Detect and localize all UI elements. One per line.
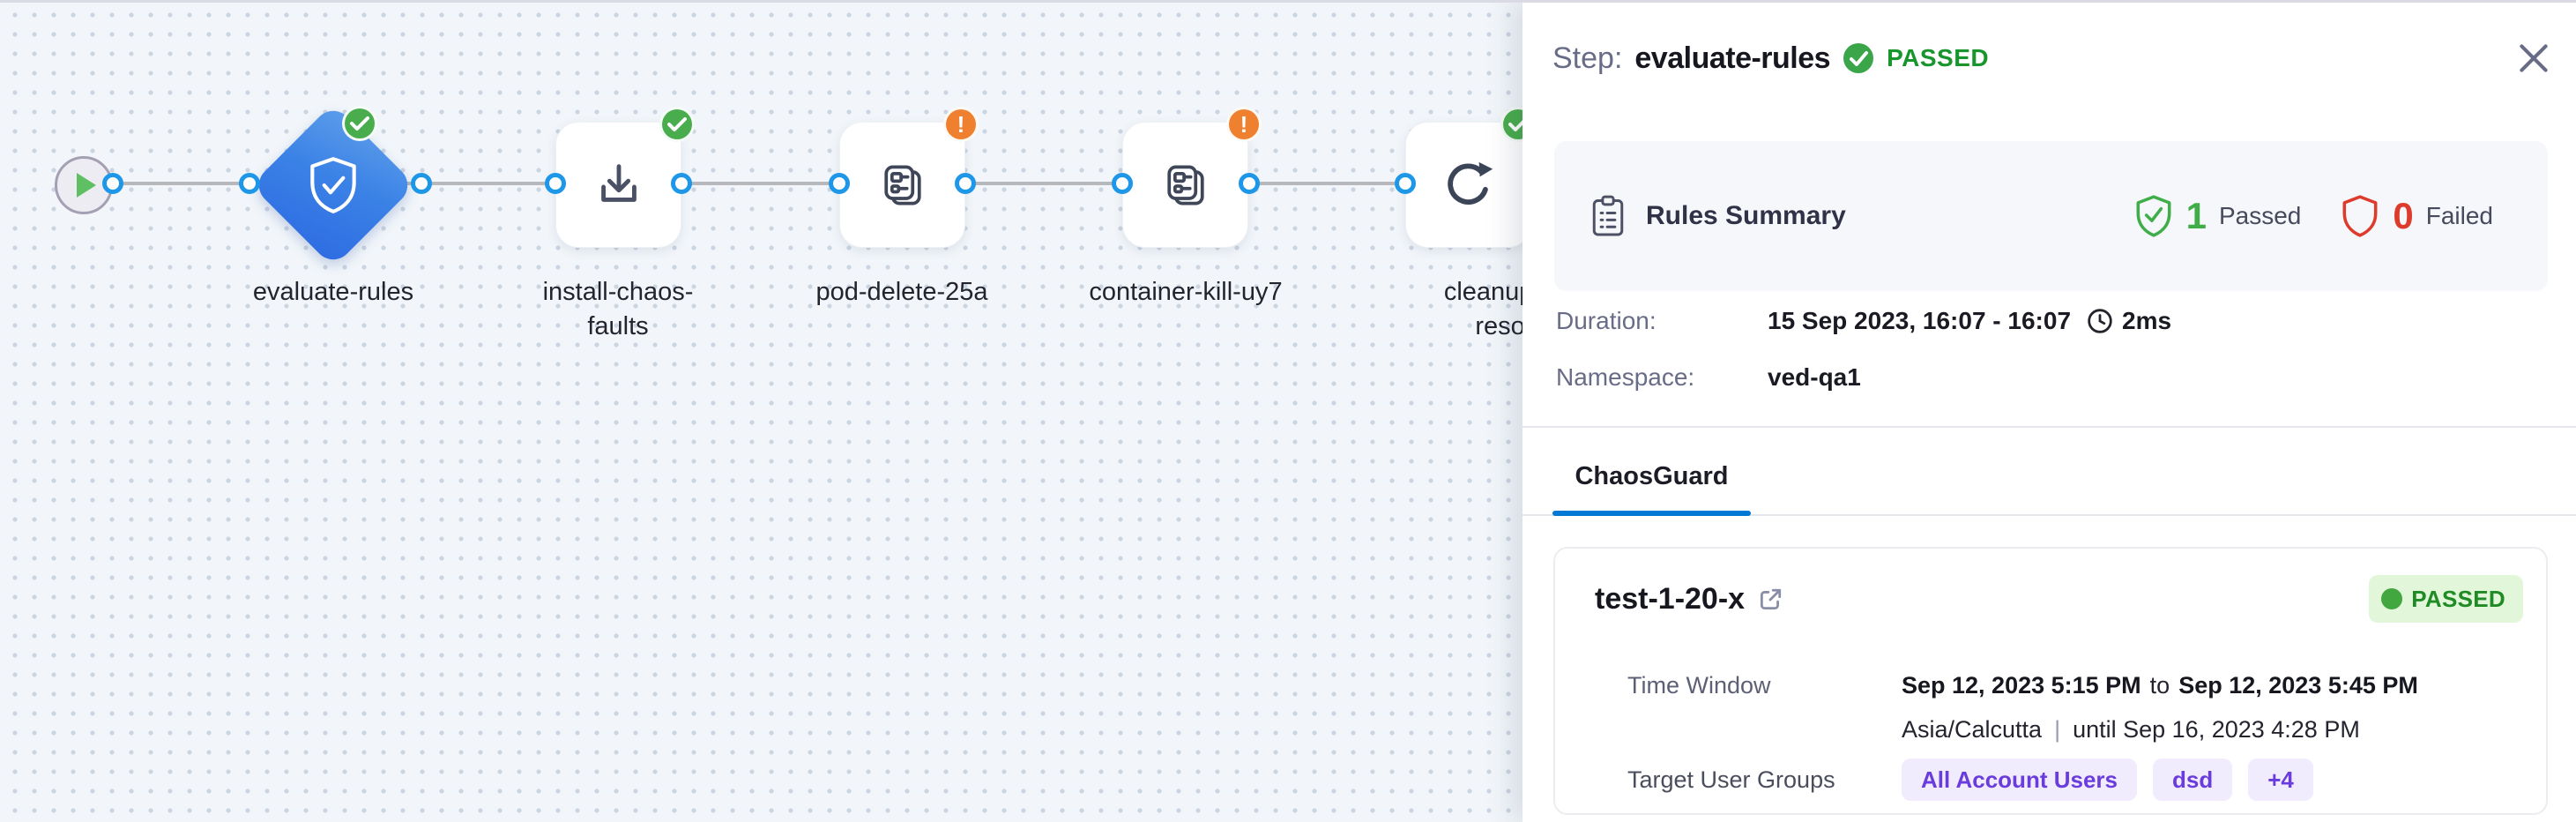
port [239,173,260,194]
duration-row: Duration: 15 Sep 2023, 16:07 - 16:07 2ms [1556,307,2171,335]
node-evaluate-rules[interactable] [250,102,416,268]
chaos-fault-icon [876,159,929,212]
node-status-warning-icon: ! [943,107,979,142]
divider [1523,514,2576,516]
port [545,173,566,194]
port [955,173,976,194]
condition-status-text: PASSED [2411,585,2505,612]
clock-icon [2087,308,2113,334]
port [1239,173,1260,194]
passed-label: Passed [2218,202,2302,229]
node-status-warning-icon: ! [1226,107,1262,142]
time-window-to-word: to [2149,672,2170,699]
shield-failed-icon [2340,194,2380,238]
duration-value: 15 Sep 2023, 16:07 - 16:07 [1768,307,2072,334]
panel-header: Step: evaluate-rules PASSED [1552,35,2497,81]
exclamation-glyph: ! [957,111,965,138]
condition-status-badge: PASSED [2369,575,2523,623]
check-circle-icon [1843,42,1874,74]
port [829,173,850,194]
chaos-fault-icon [1159,159,1212,212]
time-window-label: Time Window [1627,672,1771,699]
step-status: PASSED [1887,44,1990,71]
node-status-passed-icon [342,106,377,141]
passed-count: 1 [2185,195,2207,236]
node-status-passed-icon [659,107,695,142]
active-tab-indicator [1552,511,1751,516]
node-label: install-chaos-faults [542,278,694,340]
close-icon[interactable] [2514,39,2553,78]
shield-passed-icon [2133,194,2174,238]
node-container-kill-uy7[interactable] [1122,122,1248,248]
timezone: Asia/Calcutta [1902,716,2043,743]
exclamation-glyph: ! [1240,111,1248,138]
duration-elapsed: 2ms [2122,307,2172,334]
rerun-icon [1441,158,1496,213]
until-text: until Sep 16, 2023 4:28 PM [2073,716,2360,743]
timezone-row: Asia/Calcutta | until Sep 16, 2023 4:28 PM [1902,716,2360,744]
tab-label: ChaosGuard [1575,461,1729,490]
step-details-panel: Step: evaluate-rules PASSED Rules Summar… [1523,0,2576,822]
divider [1523,426,2576,428]
external-link-icon[interactable] [1757,587,1783,613]
node-label: pod-delete-25a [815,278,988,306]
target-user-groups-row: Target User Groups All Account Users dsd… [1627,758,2313,801]
port [1395,173,1416,194]
time-window-to: Sep 12, 2023 5:45 PM [2178,672,2418,699]
port [1112,173,1133,194]
download-icon [592,158,646,213]
user-group-chip-more[interactable]: +4 [2248,758,2313,801]
pipeline-edge [84,182,1534,185]
step-name: evaluate-rules [1634,41,1831,75]
window-top-border [0,0,2576,3]
port [102,173,123,194]
failed-count: 0 [2393,195,2414,236]
play-icon [77,173,96,198]
rules-summary-title: Rules Summary [1646,201,1846,230]
user-group-chip: All Account Users [1902,758,2137,801]
step-label: Step: [1552,41,1623,75]
time-window-row: Time Window Sep 12, 2023 5:15 PM to Sep 12… [1627,672,2418,699]
target-groups-label: Target User Groups [1627,766,1835,793]
node-label: evaluate-rules [252,278,414,306]
rules-summary-card: Rules Summary 1 Passed 0 Failed [1554,141,2548,291]
namespace-row: Namespace: ved-qa1 [1556,363,1861,392]
node-pod-delete-25a[interactable] [839,122,965,248]
port [411,173,432,194]
namespace-label: Namespace: [1556,363,1695,391]
condition-name: test-1-20-x [1595,582,1746,616]
node-cleanup-chaos-resources[interactable] [1405,122,1531,248]
status-dot-icon [2381,588,2403,609]
node-label: container-kill-uy7 [1089,278,1283,306]
timezone-separator: | [2054,716,2061,743]
user-group-chip: dsd [2152,758,2233,801]
duration-label: Duration: [1556,307,1657,334]
clipboard-icon [1590,194,1627,238]
chaosguard-condition-card: test-1-20-x PASSED Time Window Sep 12, 2… [1553,547,2548,815]
node-install-chaos-faults[interactable] [555,122,681,248]
failed-label: Failed [2425,202,2493,229]
time-window-from: Sep 12, 2023 5:15 PM [1902,672,2141,699]
tab-chaosguard[interactable]: ChaosGuard [1552,438,1751,514]
shield-check-icon [304,154,362,216]
port [671,173,692,194]
namespace-value: ved-qa1 [1768,363,1861,391]
